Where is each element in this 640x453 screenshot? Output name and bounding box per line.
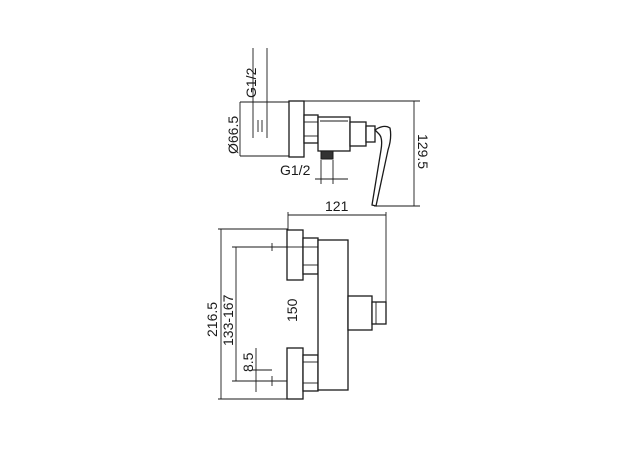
top-thread-label: G1/2 [243,67,259,98]
lower-nut [302,354,319,392]
diameter-label: Ø66.5 [225,116,241,154]
total-height-label: 216.5 [204,302,220,337]
upper-nut [302,237,319,275]
upper-flange [286,229,304,281]
offset-label: 8.5 [240,352,256,372]
cartridge-housing-front [347,295,373,331]
spacing-range-label: 133-167 [220,294,236,346]
lower-flange [286,347,304,400]
height-top-label: 129.5 [415,134,431,169]
cartridge-cap [365,125,376,143]
flange-plate [288,100,305,158]
valve-body [317,116,351,152]
lever-handle [371,125,392,207]
front-view [218,212,387,400]
outlet-thread [320,150,334,160]
top-view [239,48,420,207]
centers-label: 150 [284,298,300,322]
bottom-thread-label: G1/2 [280,162,311,178]
cartridge-housing [349,121,367,147]
mixer-body [317,239,349,391]
width-label: 121 [325,198,349,214]
lever-base [371,301,387,325]
connector-nut [303,114,319,144]
